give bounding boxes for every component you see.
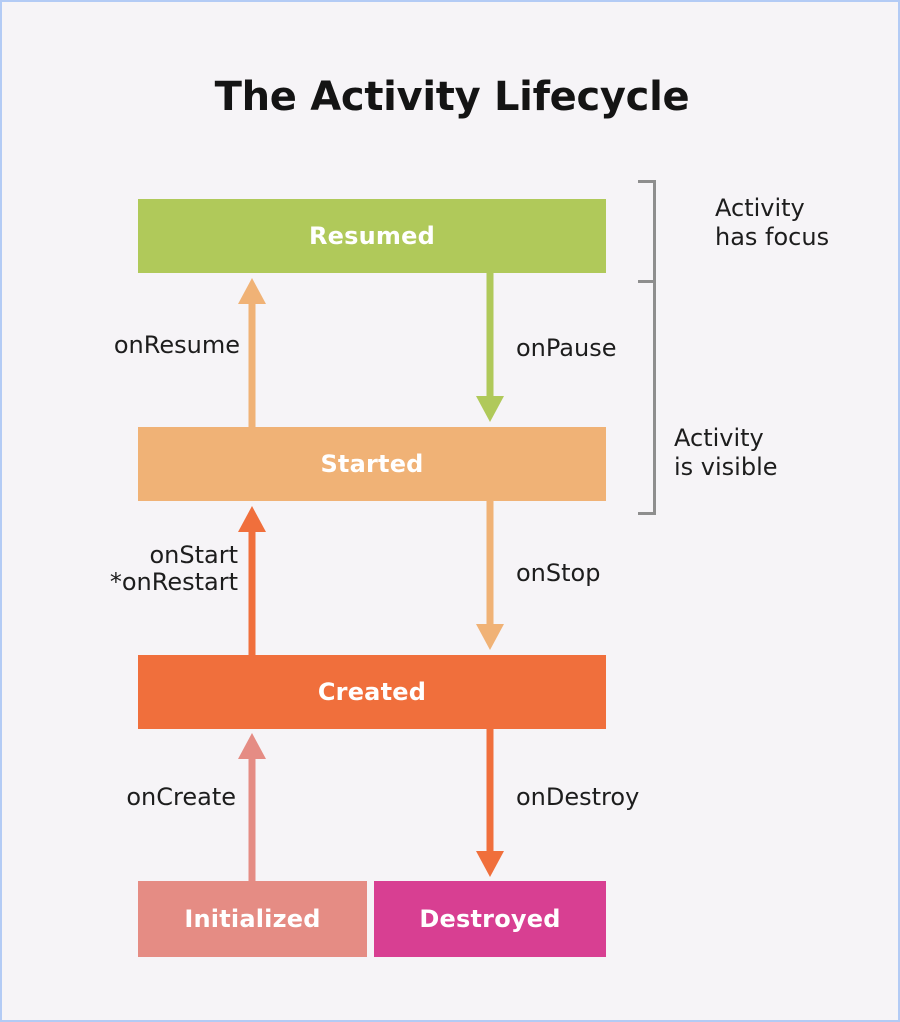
state-label-created: Created	[317, 678, 427, 706]
arrow-oncreate	[238, 733, 266, 881]
state-label-resumed: Resumed	[309, 222, 435, 250]
arrow-onpause	[476, 273, 504, 422]
state-box-initialized[interactable]: Initialized	[138, 881, 367, 957]
state-box-resumed[interactable]: Resumed	[138, 199, 606, 273]
transition-label-onpause: onPause	[516, 334, 617, 362]
transition-label-onresume: onResume	[113, 331, 240, 359]
state-label-started: Started	[320, 450, 424, 478]
bracket-activity-has-focus	[638, 180, 656, 283]
arrow-onstart	[238, 506, 266, 655]
state-label-initialized: Initialized	[184, 905, 321, 933]
arrow-ondestroy	[476, 729, 504, 877]
transition-label-onstart: onStart *onRestart	[109, 541, 238, 596]
state-box-destroyed[interactable]: Destroyed	[374, 881, 606, 957]
page-title: The Activity Lifecycle	[214, 74, 690, 120]
transition-label-ondestroy: onDestroy	[516, 783, 640, 811]
annotation-activity-is-visible: Activity is visible	[674, 424, 778, 482]
arrow-onresume	[238, 278, 266, 427]
state-box-created[interactable]: Created	[138, 655, 606, 729]
state-box-started[interactable]: Started	[138, 427, 606, 501]
transition-label-onstop: onStop	[516, 559, 601, 587]
state-label-destroyed: Destroyed	[419, 905, 561, 933]
transition-label-oncreate: onCreate	[126, 783, 236, 811]
annotation-activity-has-focus: Activity has focus	[715, 194, 830, 252]
arrow-onstop	[476, 501, 504, 650]
